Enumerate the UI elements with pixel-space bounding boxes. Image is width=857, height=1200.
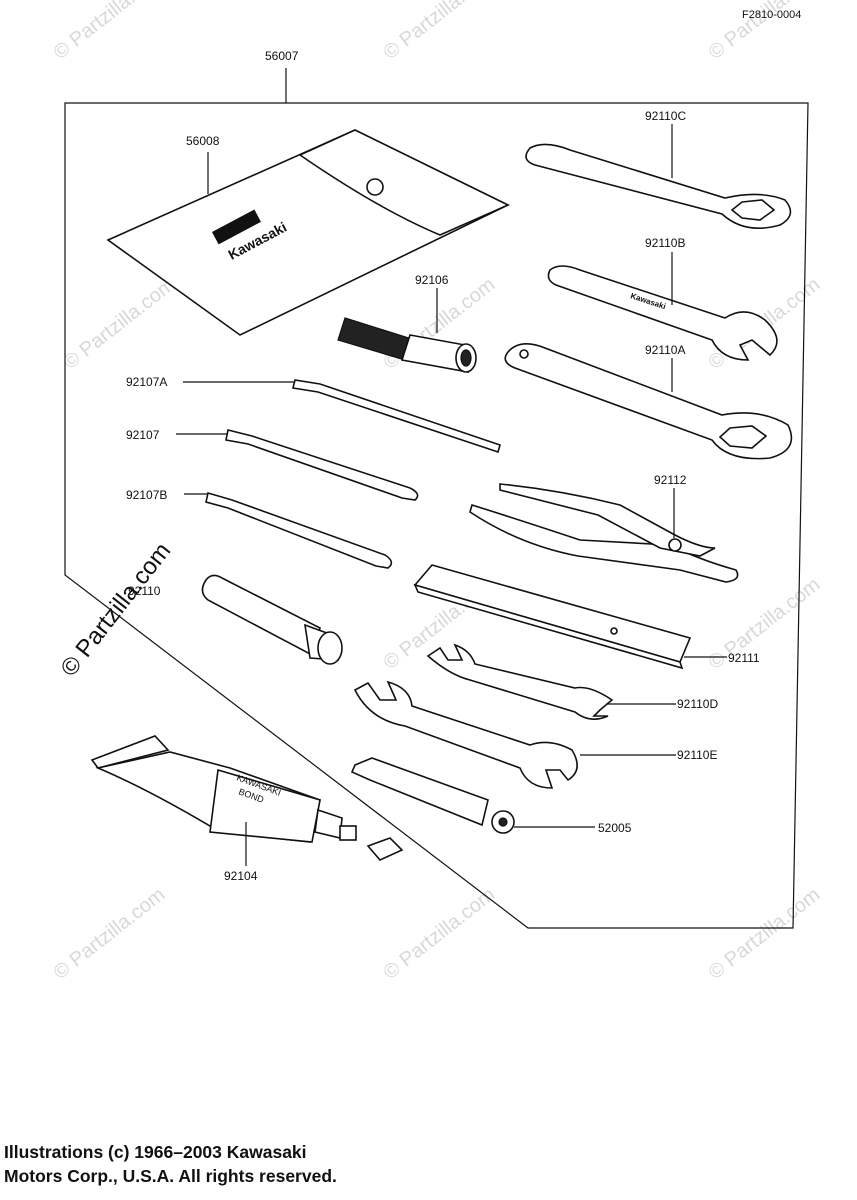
pliers-92112 (469, 483, 739, 583)
callout-92111: 92111 (728, 651, 760, 665)
callout-92106: 92106 (415, 273, 449, 287)
callout-92110a: 92110A (645, 343, 685, 357)
wrench-92110d (426, 643, 614, 720)
watermark: © Partzilla.com (705, 574, 825, 674)
watermark-large: © Partzilla.com (55, 538, 176, 682)
kit-outline (64, 102, 809, 929)
screwdriver-92107a (292, 379, 501, 454)
bond-tube-92104: KAWASAKI BOND (90, 735, 404, 861)
watermark: © Partzilla.com (50, 0, 170, 64)
callout-56007: 56007 (265, 49, 299, 63)
callout-92110b: 92110B (645, 236, 685, 250)
callout-92107a: 92107A (126, 375, 167, 389)
callout-92107: 92107 (126, 428, 160, 442)
callout-92107b: 92107B (126, 488, 167, 502)
watermark: © Partzilla.com (705, 884, 825, 984)
wrench-92110c (525, 143, 792, 230)
callout-92104: 92104 (224, 869, 258, 883)
wrench-92110e (353, 680, 578, 789)
callout-52005: 52005 (598, 821, 632, 835)
socket-wrench-92110 (201, 574, 343, 665)
wrench-92110a (504, 343, 793, 460)
watermark: © Partzilla.com (50, 884, 170, 984)
screwdriver-92107 (225, 429, 419, 501)
bar-92111 (413, 564, 692, 670)
copyright-notice: Illustrations (c) 1966–2003 Kawasaki Mot… (4, 1140, 337, 1188)
callout-92110e: 92110E (677, 748, 717, 762)
watermark: © Partzilla.com (60, 274, 180, 374)
handle-92106 (337, 317, 477, 373)
screwdriver-92107b (205, 491, 393, 569)
callout-92110d: 92110D (677, 697, 718, 711)
watermark: © Partzilla.com (380, 884, 500, 984)
copyright-line-1: Illustrations (c) 1966–2003 Kawasaki (4, 1142, 307, 1162)
tool-pouch: Kawasaki (106, 129, 510, 336)
figure-code: F2810-0004 (742, 9, 801, 21)
callout-92110: 92110 (128, 584, 161, 598)
callout-92110c: 92110C (645, 109, 686, 123)
copyright-line-2: Motors Corp., U.S.A. All rights reserved… (4, 1166, 337, 1186)
watermark: © Partzilla.com (380, 0, 500, 64)
wrench-92110b: Kawasaki (547, 265, 778, 361)
callout-92112: 92112 (654, 473, 687, 487)
gauge-52005 (350, 757, 515, 834)
callout-56008: 56008 (186, 134, 220, 148)
